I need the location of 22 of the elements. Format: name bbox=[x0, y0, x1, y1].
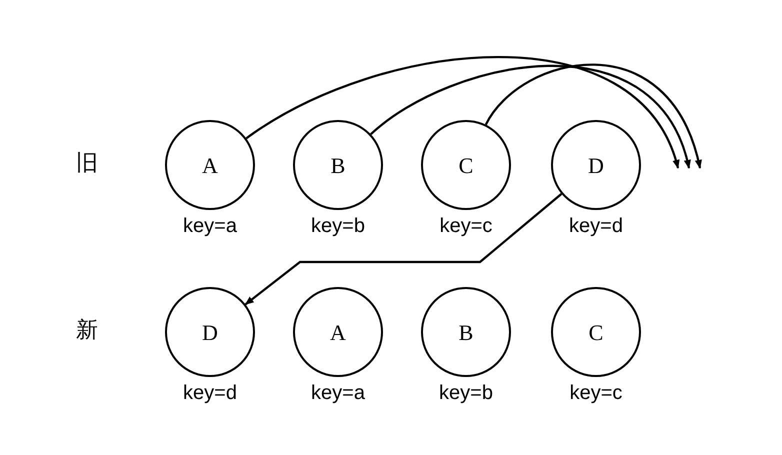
arrow bbox=[244, 193, 562, 306]
key-label: key=a bbox=[310, 383, 366, 403]
row-label: 旧 bbox=[76, 153, 98, 175]
node-letter: A bbox=[330, 318, 346, 346]
node-letter: C bbox=[588, 318, 604, 346]
key-label: key=c bbox=[568, 383, 624, 403]
node-letter: D bbox=[202, 318, 218, 346]
key-label: key=c bbox=[438, 216, 494, 236]
arrow bbox=[484, 64, 702, 169]
node-letter: B bbox=[458, 318, 474, 346]
node-letter: D bbox=[588, 152, 604, 180]
arrow bbox=[370, 64, 690, 169]
key-label: key=a bbox=[182, 216, 238, 236]
node-letter: B bbox=[330, 152, 346, 180]
arrow bbox=[246, 56, 680, 169]
key-label: key=d bbox=[568, 216, 624, 236]
key-label: key=b bbox=[310, 216, 366, 236]
row-label: 新 bbox=[76, 320, 98, 342]
key-label: key=d bbox=[182, 383, 238, 403]
node-letter: C bbox=[458, 152, 474, 180]
key-label: key=b bbox=[438, 383, 494, 403]
node-letter: A bbox=[202, 152, 218, 180]
